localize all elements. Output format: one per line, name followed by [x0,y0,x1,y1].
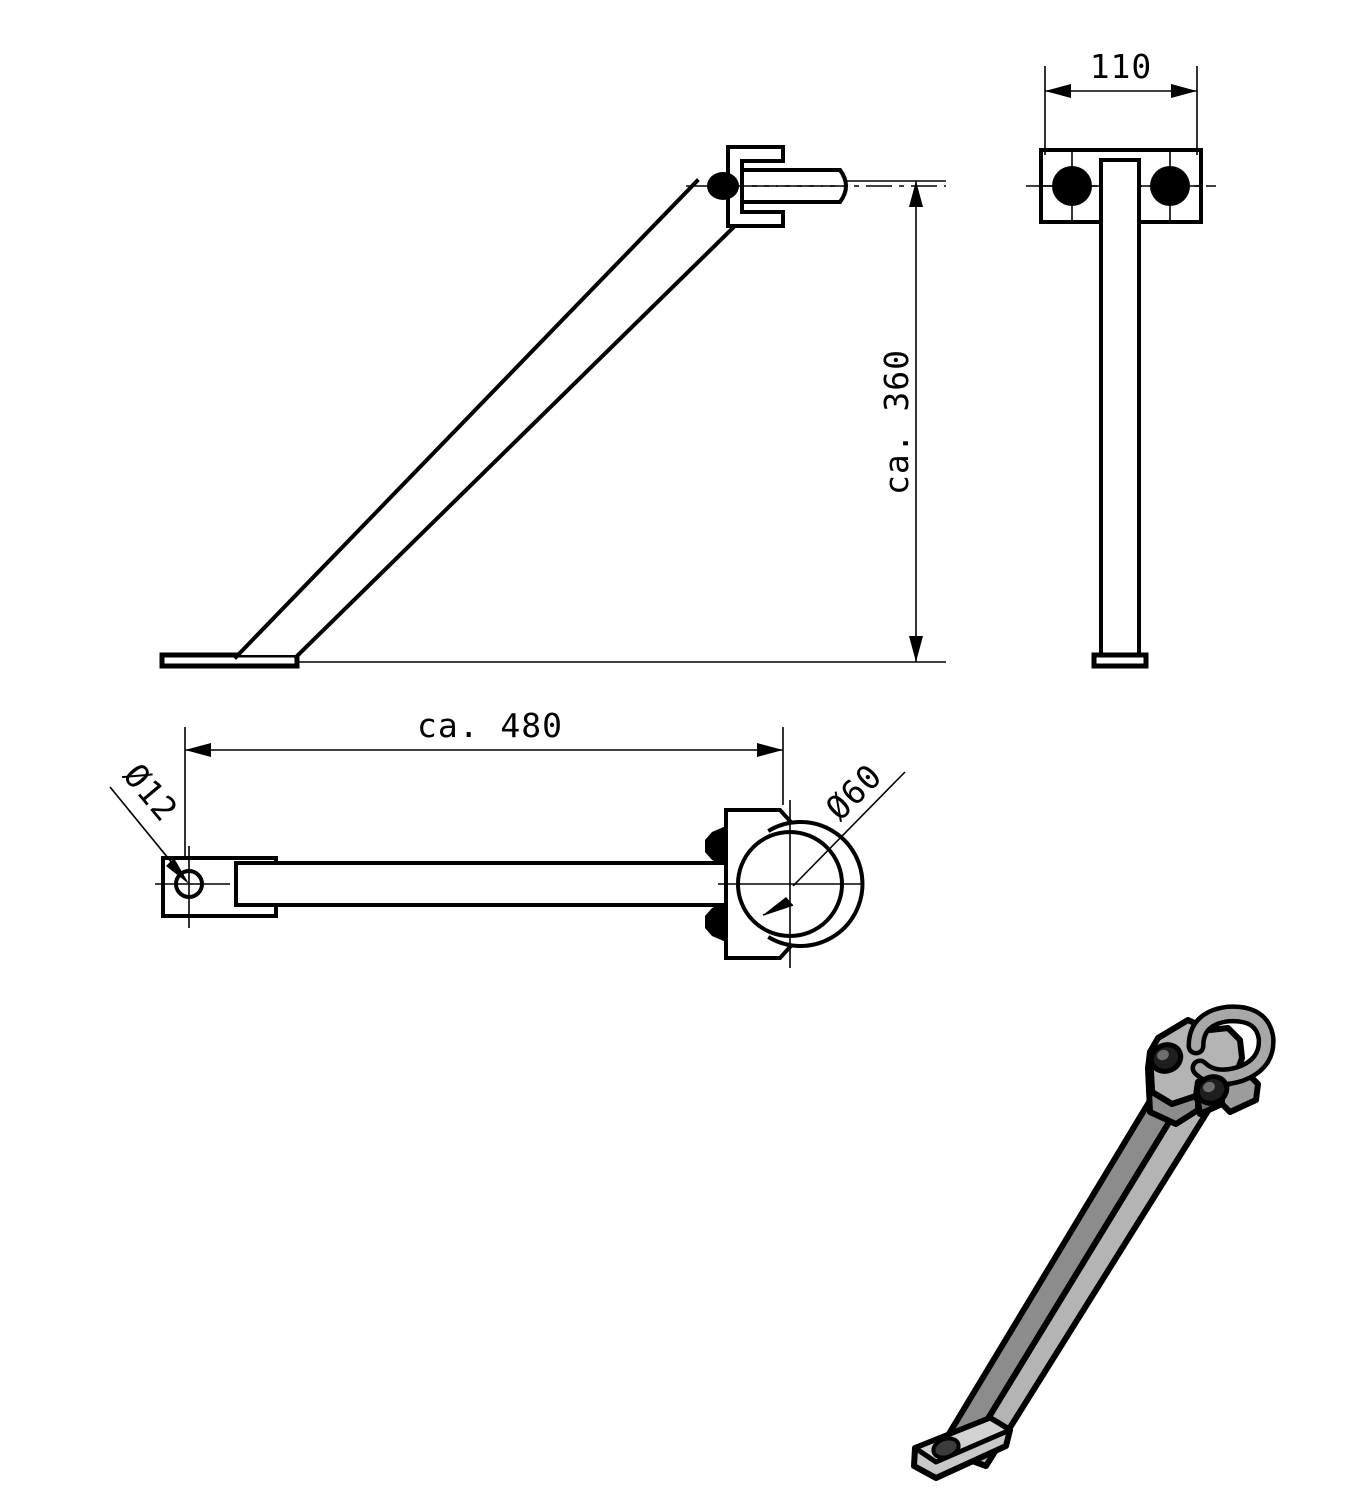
side-view-extension-lines [297,180,946,663]
dimension-hole-label: Ø12 [116,756,186,829]
side-view-clamp-head [686,145,946,228]
side-elevation-view: ca. 360 [159,145,946,669]
dimension-height-label: ca. 360 [877,349,916,495]
dimension-width-label: 110 [1090,47,1153,86]
iso-clamp-ring [1186,1004,1276,1087]
front-elevation-view: 110 [1026,47,1216,669]
dimension-height: ca. 360 [877,181,923,662]
iso-tube [935,1071,1219,1469]
side-view-diagonal-tube [233,178,745,660]
top-view-bolt-lower [705,902,726,942]
leader-hole-diameter: Ø12 [109,756,189,884]
front-view-foot-plate [1091,652,1149,669]
front-view-vertical-tube [1099,158,1141,658]
dimension-length: ca. 480 [184,706,784,860]
iso-bolt-upper [1148,1042,1184,1074]
side-view-base-plate [159,652,300,669]
dimension-length-label: ca. 480 [417,706,563,745]
iso-foot-hole [931,1436,961,1460]
top-view-bolt-upper [705,826,726,866]
top-view-clamp-body [705,800,865,968]
iso-bolt-lower [1194,1074,1230,1106]
top-view-horizontal-tube [234,861,728,907]
dimension-width: 110 [1044,47,1198,155]
isometric-3d-view [911,1004,1276,1481]
dimension-tube-label: Ø60 [818,756,890,828]
iso-foot-plate [911,1415,1013,1481]
top-plan-view: ca. 480 [109,706,906,968]
